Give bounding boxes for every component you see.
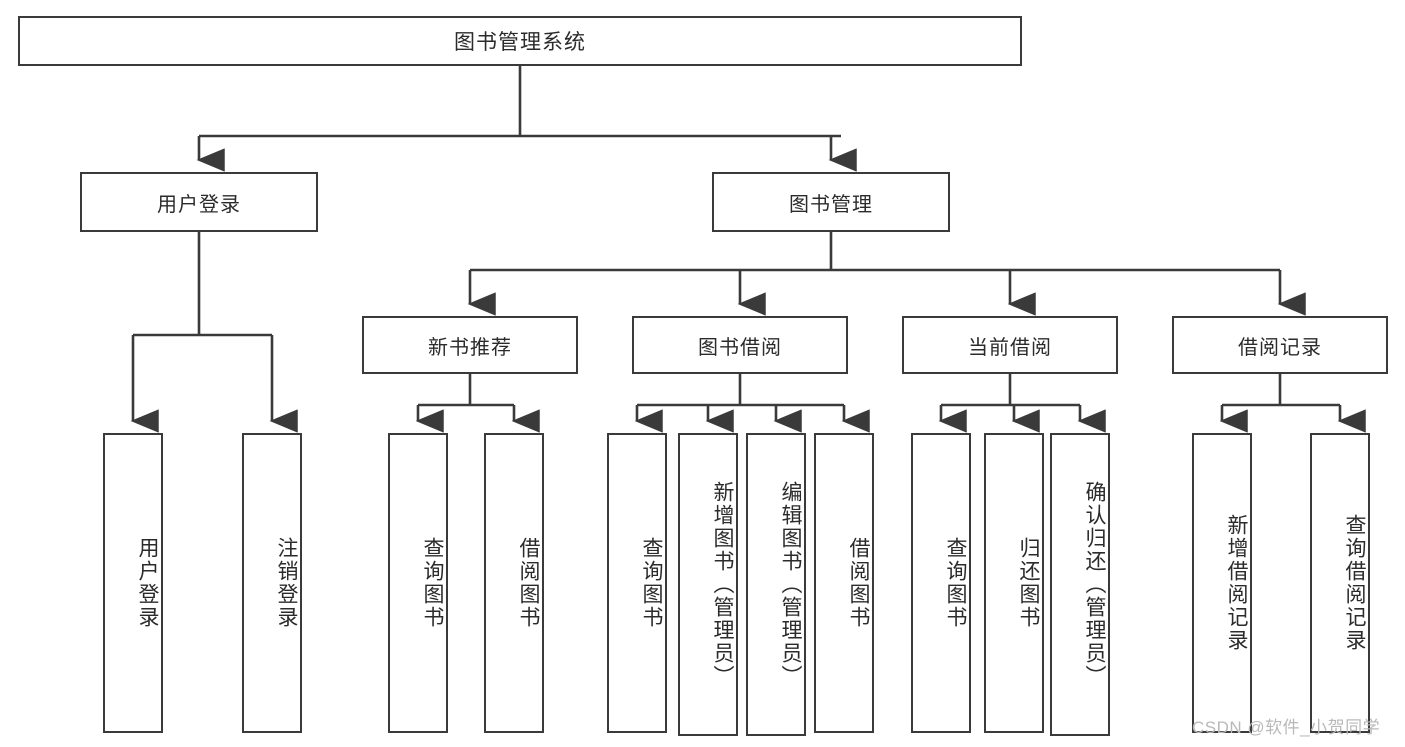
node-borrow-record-label: 借阅记录 xyxy=(1238,336,1322,359)
node-leaf-query-book-2-label: 查询图书 xyxy=(640,537,663,629)
node-leaf-edit-book-admin[interactable]: 编辑图书（管理员） xyxy=(746,433,806,736)
node-book-manage-label: 图书管理 xyxy=(789,193,873,216)
node-leaf-add-book-admin-label: 新增图书（管理员） xyxy=(711,481,734,688)
node-leaf-query-book-1-label: 查询图书 xyxy=(421,537,444,629)
node-leaf-borrow-book-2-label: 借阅图书 xyxy=(847,537,870,629)
node-leaf-return-book-label: 归还图书 xyxy=(1017,537,1040,629)
node-leaf-confirm-return-admin-label: 确认归还（管理员） xyxy=(1083,481,1106,688)
node-new-book-recommend-label: 新书推荐 xyxy=(428,336,512,359)
node-leaf-query-borrow-record-label: 查询借阅记录 xyxy=(1343,514,1366,652)
node-leaf-user-logout[interactable]: 注销登录 xyxy=(242,433,302,733)
node-book-borrow-label: 图书借阅 xyxy=(698,336,782,359)
node-leaf-add-book-admin[interactable]: 新增图书（管理员） xyxy=(678,433,738,736)
node-current-borrow[interactable]: 当前借阅 xyxy=(902,316,1118,374)
node-book-borrow[interactable]: 图书借阅 xyxy=(632,316,848,374)
node-leaf-return-book[interactable]: 归还图书 xyxy=(984,433,1044,733)
node-leaf-user-login[interactable]: 用户登录 xyxy=(103,433,163,733)
node-user-login[interactable]: 用户登录 xyxy=(80,172,318,232)
node-root-label: 图书管理系统 xyxy=(454,31,586,54)
node-book-manage[interactable]: 图书管理 xyxy=(712,172,950,232)
node-leaf-user-logout-label: 注销登录 xyxy=(275,537,298,629)
node-user-login-label: 用户登录 xyxy=(157,193,241,216)
node-new-book-recommend[interactable]: 新书推荐 xyxy=(362,316,578,374)
node-leaf-borrow-book-1-label: 借阅图书 xyxy=(517,537,540,629)
node-leaf-borrow-book-2[interactable]: 借阅图书 xyxy=(814,433,874,733)
node-leaf-add-borrow-record[interactable]: 新增借阅记录 xyxy=(1192,433,1252,733)
node-leaf-borrow-book-1[interactable]: 借阅图书 xyxy=(484,433,544,733)
node-leaf-confirm-return-admin[interactable]: 确认归还（管理员） xyxy=(1050,433,1110,736)
node-leaf-query-book-3[interactable]: 查询图书 xyxy=(911,433,971,733)
node-current-borrow-label: 当前借阅 xyxy=(968,336,1052,359)
csdn-watermark: CSDN @软件_小贺同学 xyxy=(1192,718,1381,737)
node-leaf-query-book-2[interactable]: 查询图书 xyxy=(607,433,667,733)
node-leaf-user-login-label: 用户登录 xyxy=(136,537,159,629)
node-leaf-edit-book-admin-label: 编辑图书（管理员） xyxy=(779,481,802,688)
node-leaf-query-book-1[interactable]: 查询图书 xyxy=(388,433,448,733)
node-leaf-add-borrow-record-label: 新增借阅记录 xyxy=(1225,514,1248,652)
node-root[interactable]: 图书管理系统 xyxy=(18,16,1022,66)
node-leaf-query-borrow-record[interactable]: 查询借阅记录 xyxy=(1310,433,1370,733)
node-borrow-record[interactable]: 借阅记录 xyxy=(1172,316,1388,374)
node-leaf-query-book-3-label: 查询图书 xyxy=(944,537,967,629)
